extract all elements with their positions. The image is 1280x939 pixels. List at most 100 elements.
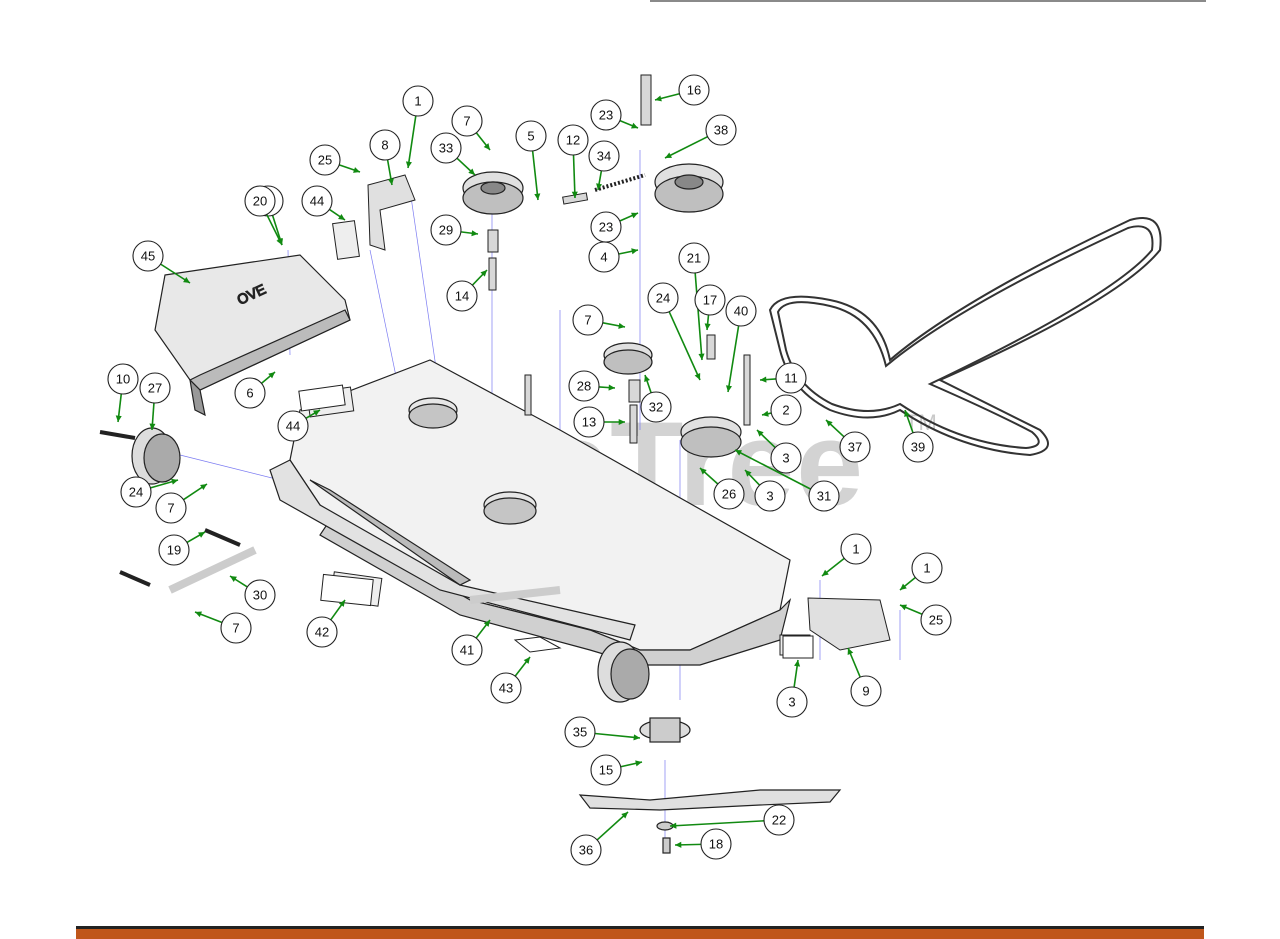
leader-arrowhead — [904, 410, 910, 417]
leader-arrowhead — [633, 734, 640, 741]
callout-part-39[interactable]: 39 — [902, 409, 934, 463]
leader-arrowhead — [670, 822, 677, 829]
callout-part-41[interactable]: 41 — [451, 619, 491, 666]
callout-circle — [430, 132, 462, 164]
callout-part-38[interactable]: 38 — [664, 114, 737, 159]
callout-circle — [369, 129, 401, 161]
leader-arrowhead — [762, 410, 769, 417]
callout-part-23[interactable]: 23 — [590, 211, 639, 243]
callout-part-37[interactable]: 37 — [825, 419, 871, 463]
leader-arrowhead — [900, 583, 907, 590]
callout-number: 6 — [246, 386, 253, 401]
callout-circle — [158, 534, 190, 566]
callout-part-25[interactable]: 25 — [899, 604, 952, 636]
callout-number: 26 — [722, 487, 736, 502]
callout-part-24[interactable]: 24 — [647, 282, 701, 381]
callout-number: 24 — [656, 291, 670, 306]
callout-number: 42 — [315, 625, 329, 640]
callout-part-25[interactable]: 25 — [309, 144, 361, 176]
callout-part-24[interactable]: 24 — [120, 476, 179, 508]
callout-part-12[interactable]: 12 — [557, 124, 589, 199]
callout-part-33[interactable]: 33 — [430, 132, 476, 176]
callout-part-20[interactable]: 20 — [244, 185, 283, 246]
leader-arrowhead — [480, 270, 487, 277]
callout-circle — [902, 431, 934, 463]
callout-number: 7 — [167, 501, 174, 516]
callout-part-7[interactable]: 7 — [572, 304, 626, 336]
callout-part-9[interactable]: 9 — [847, 647, 882, 707]
leader-arrowhead — [183, 277, 190, 283]
callout-part-45[interactable]: 45 — [132, 240, 191, 284]
callout-part-10[interactable]: 10 — [107, 363, 139, 423]
leader-line — [668, 311, 701, 381]
drive-belt — [768, 217, 1162, 457]
callout-part-7[interactable]: 7 — [451, 105, 491, 151]
leader-arrowhead — [405, 161, 412, 168]
callout-part-7[interactable]: 7 — [194, 611, 252, 644]
leader-line — [572, 154, 576, 199]
callout-part-23[interactable]: 23 — [590, 99, 639, 131]
callout-circle — [775, 362, 807, 394]
callout-part-36[interactable]: 36 — [570, 811, 629, 866]
callout-part-44[interactable]: 44 — [277, 409, 321, 442]
callout-part-43[interactable]: 43 — [490, 656, 531, 704]
callout-part-5[interactable]: 5 — [515, 120, 547, 201]
callout-part-15[interactable]: 15 — [590, 754, 643, 786]
leader-arrowhead — [523, 657, 530, 664]
callout-part-3[interactable]: 3 — [756, 429, 802, 474]
callout-number: 4 — [600, 250, 607, 265]
callout-part-42[interactable]: 42 — [306, 599, 346, 648]
callout-part-3[interactable]: 3 — [744, 469, 786, 512]
callout-number: 3 — [766, 489, 773, 504]
callout-part-16[interactable]: 16 — [654, 74, 710, 106]
callout-part-29[interactable]: 29 — [430, 214, 479, 246]
callout-part-35[interactable]: 35 — [564, 716, 641, 748]
callout-number: 20 — [253, 194, 267, 209]
callout-number: 11 — [784, 371, 798, 386]
callout-part-8[interactable]: 8 — [369, 129, 401, 186]
callout-part-18[interactable]: 18 — [674, 828, 732, 860]
callout-part-2[interactable]: 2 — [761, 394, 802, 426]
callout-part-6[interactable]: 6 — [234, 371, 276, 409]
callout-part-14[interactable]: 14 — [446, 269, 488, 312]
callout-number: 12 — [566, 133, 580, 148]
callout-part-1[interactable]: 1 — [899, 552, 943, 591]
callout-number: 5 — [527, 129, 534, 144]
mower-deck — [269, 359, 792, 666]
callout-circle — [573, 406, 605, 438]
callout-part-26[interactable]: 26 — [699, 467, 745, 510]
callout-part-21[interactable]: 21 — [678, 242, 710, 361]
callout-part-19[interactable]: 19 — [158, 531, 206, 566]
callout-part-3[interactable]: 3 — [776, 659, 808, 718]
callout-part-27[interactable]: 27 — [139, 372, 171, 431]
callout-circle — [590, 754, 622, 786]
callout-part-32[interactable]: 32 — [640, 374, 672, 423]
callout-part-1[interactable]: 1 — [821, 533, 872, 577]
callout-number: 14 — [455, 289, 469, 304]
leader-arrowhead — [387, 178, 394, 185]
callout-part-30[interactable]: 30 — [229, 575, 276, 611]
callout-number: 28 — [577, 379, 591, 394]
callout-part-7[interactable]: 7 — [155, 483, 208, 524]
leader-arrowhead — [757, 430, 764, 437]
leader-line — [531, 150, 539, 201]
callout-number: 43 — [499, 681, 513, 696]
callout-part-11[interactable]: 11 — [759, 362, 807, 394]
callout-part-1[interactable]: 1 — [402, 85, 434, 169]
callout-part-44[interactable]: 44 — [301, 185, 346, 221]
callout-circle — [588, 140, 620, 172]
callout-part-34[interactable]: 34 — [588, 140, 620, 191]
callout-number: 44 — [310, 194, 324, 209]
callout-circle — [647, 282, 679, 314]
leader-arrowhead — [313, 410, 320, 416]
callout-part-13[interactable]: 13 — [573, 406, 625, 438]
callout-part-17[interactable]: 17 — [694, 284, 726, 331]
callout-part-28[interactable]: 28 — [568, 370, 616, 402]
leader-arrowhead — [794, 660, 801, 667]
callout-part-4[interactable]: 4 — [588, 241, 639, 273]
callout-number: 7 — [232, 621, 239, 636]
callout-part-22[interactable]: 22 — [669, 804, 795, 836]
callout-number: 31 — [817, 489, 831, 504]
callout-part-40[interactable]: 40 — [725, 295, 757, 393]
callout-part-31[interactable]: 31 — [734, 449, 840, 512]
